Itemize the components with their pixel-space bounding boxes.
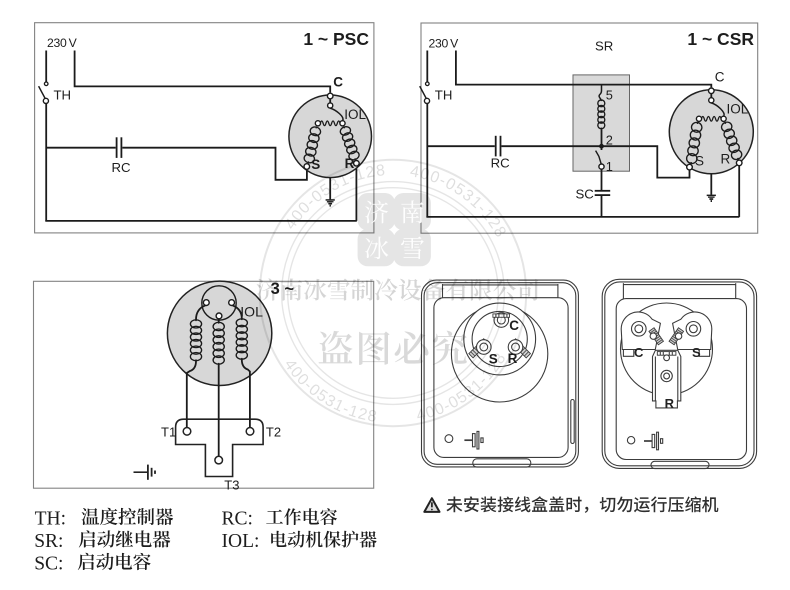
svg-text:RC: RC bbox=[491, 156, 511, 171]
svg-text:SC:: SC: bbox=[34, 554, 63, 575]
svg-text:RC:: RC: bbox=[222, 509, 253, 530]
svg-text:TH: TH bbox=[435, 88, 453, 103]
svg-text:2: 2 bbox=[606, 133, 613, 148]
svg-text:5: 5 bbox=[606, 88, 613, 103]
svg-text:C: C bbox=[715, 70, 725, 85]
svg-text:IOL: IOL bbox=[344, 107, 366, 122]
svg-text:1 ~ CSR: 1 ~ CSR bbox=[687, 29, 754, 49]
svg-text:SR: SR bbox=[595, 39, 613, 54]
svg-text:T1: T1 bbox=[161, 424, 176, 439]
svg-text:C: C bbox=[634, 345, 644, 360]
svg-text:T3: T3 bbox=[224, 477, 239, 492]
svg-text:230 V: 230 V bbox=[429, 37, 460, 51]
svg-text:C: C bbox=[333, 75, 343, 90]
svg-text:IOL: IOL bbox=[727, 102, 749, 117]
svg-text:S: S bbox=[311, 157, 320, 172]
svg-text:1 ~ PSC: 1 ~ PSC bbox=[303, 29, 369, 49]
svg-text:S: S bbox=[489, 352, 498, 367]
svg-text:1: 1 bbox=[606, 159, 613, 174]
svg-text:R: R bbox=[508, 351, 518, 366]
svg-text:230 V: 230 V bbox=[47, 36, 78, 50]
svg-text:RC: RC bbox=[112, 160, 132, 175]
svg-text:IOL: IOL bbox=[240, 304, 263, 320]
svg-text:IOL:: IOL: bbox=[222, 531, 260, 552]
svg-text:S: S bbox=[692, 345, 701, 360]
svg-text:R: R bbox=[345, 156, 355, 171]
svg-text:T2: T2 bbox=[266, 424, 281, 439]
svg-text:TH:: TH: bbox=[35, 509, 66, 530]
svg-text:S: S bbox=[695, 154, 704, 169]
svg-text:R: R bbox=[665, 396, 675, 411]
svg-text:C: C bbox=[509, 318, 519, 333]
svg-text:R: R bbox=[721, 152, 731, 167]
svg-text:TH: TH bbox=[54, 88, 72, 103]
svg-text:SC: SC bbox=[576, 187, 595, 202]
svg-text:SR:: SR: bbox=[34, 531, 63, 552]
